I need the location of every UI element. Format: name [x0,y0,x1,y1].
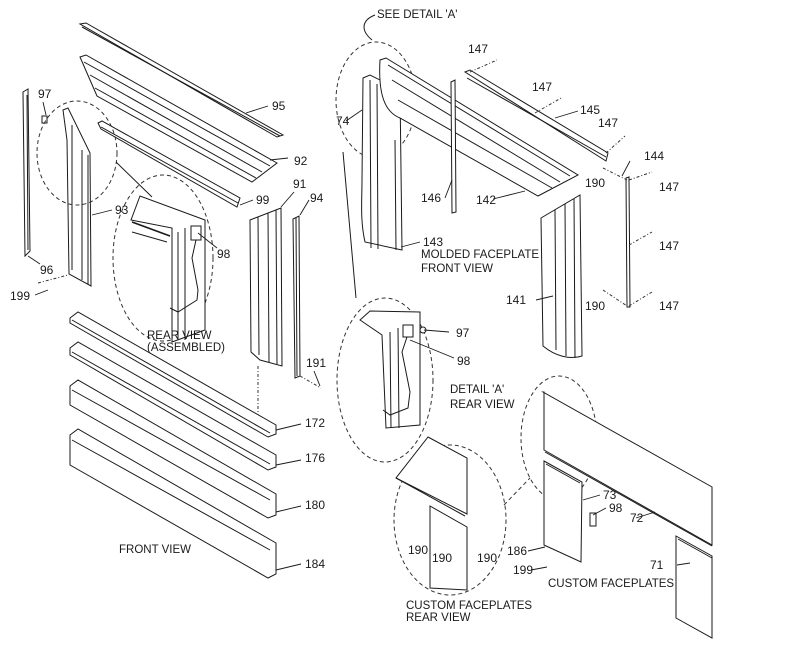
label-190-b: 190 [585,299,606,313]
caption-rear-view-2: (ASSEMBLED) [147,342,225,354]
part-96-side-rail [22,88,31,258]
rear-view-assembled-drawing [130,195,206,343]
label-71: 71 [650,558,664,572]
label-98: 98 [217,247,231,261]
label-184: 184 [305,557,326,571]
caption-molded-faceplate-1: MOLDED FACEPLATE [421,249,540,261]
label-98-detail: 98 [457,354,471,368]
part-99-channel [97,120,241,208]
detail-a-circle [336,297,434,463]
label-147-c: 147 [598,116,619,130]
label-95: 95 [272,99,286,113]
label-72: 72 [630,511,644,525]
label-73: 73 [603,488,617,502]
label-190-e: 190 [477,551,498,565]
part-94-strip [292,215,301,379]
label-99: 99 [256,193,270,207]
label-147-d: 147 [659,180,680,194]
label-146: 146 [421,191,442,205]
label-190-a: 190 [585,176,606,190]
label-191: 191 [306,356,327,370]
part-95-top-trim [78,22,285,138]
label-190-c: 190 [408,543,429,557]
part-71-panel [675,535,713,639]
label-186: 186 [507,544,528,558]
caption-detail-a-1: DETAIL 'A' [450,384,505,396]
label-147-b: 147 [532,80,553,94]
part-72-panel [541,391,713,547]
part-73-panel [543,460,583,563]
part-93-pilaster [62,107,92,287]
custom-rear-circle [393,444,507,596]
label-96: 96 [40,263,54,277]
part-143-side [361,74,403,251]
label-141: 141 [506,293,527,307]
label-92: 92 [294,154,308,168]
label-147-a: 147 [468,42,489,56]
label-199-custom: 199 [513,563,534,577]
label-176: 176 [305,451,326,465]
label-147-e: 147 [659,239,680,253]
detail-circle-left [36,100,118,206]
part-176-sill [69,341,277,471]
label-142: 142 [476,193,497,207]
caption-custom-rear-1: CUSTOM FACEPLATES [406,600,533,612]
detail-a-drawing [359,310,427,429]
label-74: 74 [336,114,350,128]
label-145: 145 [580,103,601,117]
part-141-pilaster [540,194,583,359]
caption-custom-faceplates: CUSTOM FACEPLATES [548,578,675,590]
custom-rear-drawing [395,436,468,591]
part-145-rail [463,69,609,162]
label-143: 143 [423,235,444,249]
label-97-detail: 97 [456,326,470,340]
label-180: 180 [305,498,326,512]
part-142-crown [379,57,580,197]
caption-front-view: FRONT VIEW [119,544,191,556]
label-147-f: 147 [659,299,680,313]
part-92-crown [79,54,278,183]
part-144-strip [625,176,631,308]
caption-see-detail: SEE DETAIL 'A' [377,9,458,21]
caption-rear-view-1: REAR VIEW [147,330,212,342]
label-91: 91 [293,177,307,191]
label-98-custom: 98 [609,501,623,515]
label-199: 199 [10,289,31,303]
part-184-sill [69,428,277,579]
part-180-sill [69,379,277,519]
caption-molded-faceplate-2: FRONT VIEW [421,263,493,275]
label-172: 172 [305,416,326,430]
label-190-d: 190 [432,551,453,565]
part-172-sill [69,311,277,438]
label-144: 144 [644,149,665,163]
part-91-pilaster [249,207,283,367]
label-93: 93 [115,203,129,217]
caption-detail-a-2: REAR VIEW [450,399,515,411]
rear-view-circle [112,174,214,342]
caption-custom-rear-2: REAR VIEW [406,612,471,624]
label-94: 94 [310,191,324,205]
part-98-clip [589,512,597,527]
part-146-bracket [450,79,457,214]
label-97: 97 [38,87,52,101]
